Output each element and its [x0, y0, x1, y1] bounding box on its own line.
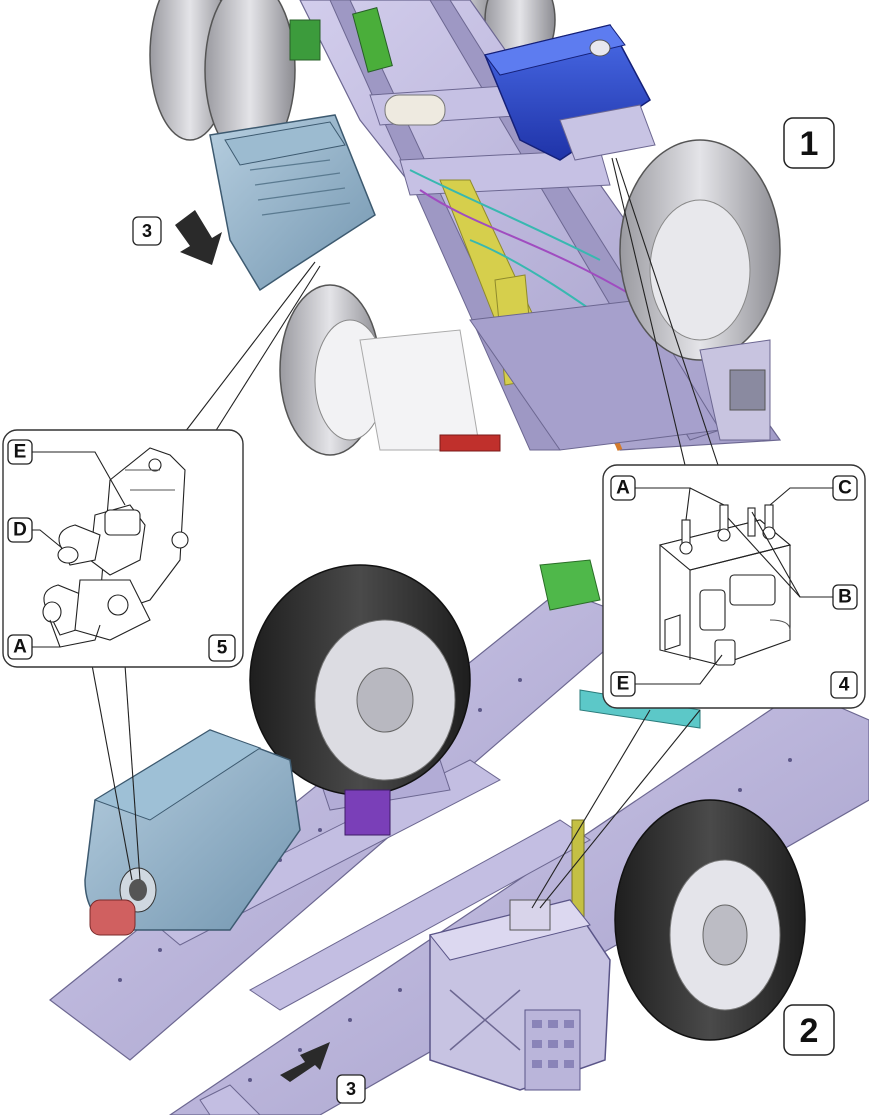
callout-leader-lines [91, 157, 719, 909]
detail-right-label-c: C [838, 478, 852, 499]
detail-right-number-box [830, 671, 858, 699]
direction-arrow-top-label: 3 [142, 221, 152, 241]
top-adblue-tank [483, 24, 656, 161]
view-number-bottom: 2 [783, 1004, 835, 1056]
detail-left-label-e: E [14, 442, 27, 463]
detail-left-label-a: A [13, 637, 27, 658]
detail-left-label-d: D [13, 520, 27, 541]
detail-right-label-b: B [838, 587, 852, 608]
direction-arrow-bottom: 3 [280, 1042, 366, 1104]
detail-right-number: 4 [839, 675, 850, 696]
bottom-view-chassis [49, 559, 869, 1115]
detail-right-label-e: E [617, 674, 630, 695]
detail-right-tank [658, 504, 792, 666]
detail-left-pump-module [42, 447, 189, 641]
view-number-top: 1 [783, 117, 835, 169]
arrow-down-right-icon [175, 210, 222, 265]
bottom-front-wheel [614, 799, 806, 1041]
bottom-steel-tank [84, 729, 301, 936]
detail-callout-left: E D A 5 [2, 429, 244, 668]
arrow-up-right-icon [280, 1042, 330, 1082]
detail-right-label-a: A [616, 478, 630, 499]
detail-left-number-box [208, 634, 236, 662]
detail-left-number: 5 [217, 638, 228, 659]
view-number-bottom-text: 2 [800, 1012, 819, 1050]
detail-callout-right: A C B E 4 [602, 464, 866, 709]
bottom-adblue-tank [429, 899, 611, 1091]
direction-arrow-top: 3 [132, 210, 222, 265]
view-number-top-text: 1 [800, 125, 819, 163]
bottom-rear-wheel [249, 564, 471, 796]
top-front-wheels [279, 139, 781, 456]
top-view-chassis [149, 0, 782, 456]
direction-arrow-bottom-label: 3 [346, 1079, 356, 1099]
top-steel-tank [209, 114, 376, 292]
